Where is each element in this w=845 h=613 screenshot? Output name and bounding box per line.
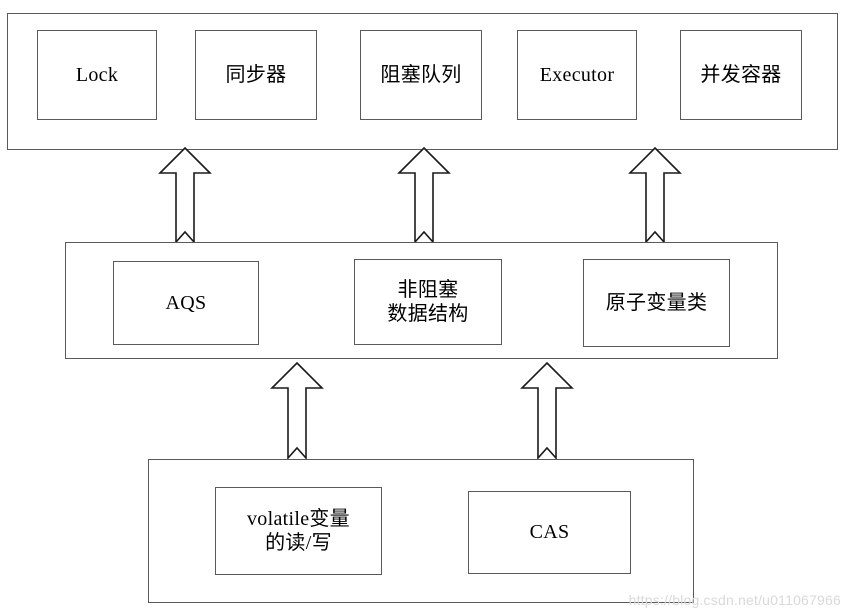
arrow-bottom-to-middle-1-icon bbox=[270, 361, 324, 461]
node-lock-label: Lock bbox=[75, 63, 119, 86]
arrow-middle-to-top-3-icon bbox=[628, 146, 682, 245]
node-concurrent-container-label: 并发容器 bbox=[700, 63, 782, 86]
node-atomic-variable-classes[interactable]: 原子变量类 bbox=[583, 259, 730, 347]
node-aqs-label: AQS bbox=[165, 291, 207, 314]
node-volatile-read-write[interactable]: volatile变量 的读/写 bbox=[215, 487, 382, 575]
node-lock[interactable]: Lock bbox=[37, 30, 157, 120]
arrow-middle-to-top-2-icon bbox=[397, 146, 451, 245]
node-synchronizer[interactable]: 同步器 bbox=[195, 30, 317, 120]
arrow-middle-to-top-1-icon bbox=[158, 146, 212, 245]
node-atomic-variable-classes-label: 原子变量类 bbox=[605, 291, 708, 314]
node-non-blocking-data-structure[interactable]: 非阻塞 数据结构 bbox=[354, 259, 502, 345]
node-non-blocking-data-structure-label: 非阻塞 数据结构 bbox=[387, 278, 469, 325]
node-executor-label: Executor bbox=[539, 63, 615, 86]
node-executor[interactable]: Executor bbox=[517, 30, 637, 120]
node-cas[interactable]: CAS bbox=[468, 491, 631, 574]
node-volatile-read-write-label: volatile变量 的读/写 bbox=[247, 507, 350, 554]
node-synchronizer-label: 同步器 bbox=[225, 63, 287, 86]
node-aqs[interactable]: AQS bbox=[113, 261, 259, 345]
node-blocking-queue-label: 阻塞队列 bbox=[380, 63, 462, 86]
watermark-text: https://blog.csdn.net/u011067966 bbox=[628, 592, 841, 608]
node-blocking-queue[interactable]: 阻塞队列 bbox=[360, 30, 482, 120]
node-concurrent-container[interactable]: 并发容器 bbox=[680, 30, 802, 120]
node-cas-label: CAS bbox=[529, 521, 570, 544]
arrow-bottom-to-middle-2-icon bbox=[520, 361, 574, 461]
